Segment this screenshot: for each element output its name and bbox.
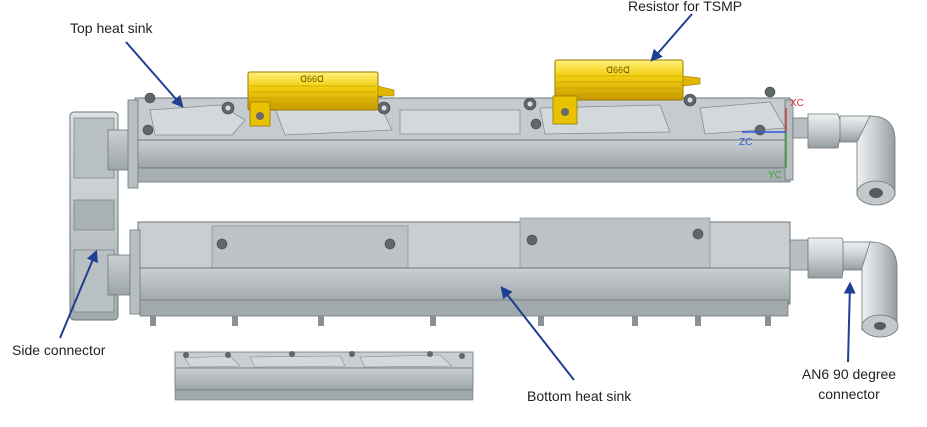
inset-heat-sink-part [174, 351, 474, 401]
label-an6-connector-line1: AN6 90 degree [801, 366, 897, 382]
resistor-right [552, 59, 701, 125]
label-side-connector: Side connector [12, 342, 106, 358]
resistor-marking-right: ᗡ66ᗡ [606, 65, 630, 75]
axis-label-xc: XC [790, 98, 804, 109]
top-an6-connector [792, 113, 896, 206]
label-bottom-heat-sink: Bottom heat sink [527, 388, 632, 404]
bottom-an6-connector [789, 237, 899, 338]
arrow-an6-connector [843, 281, 856, 363]
label-an6-connector-line2: connector [818, 386, 880, 402]
resistor-marking-left: ᗡ66ᗡ [300, 74, 324, 84]
arrow-side-connector [59, 249, 98, 339]
bottom-heat-sink-part [129, 217, 791, 326]
label-resistor: Resistor for TSMP [628, 0, 743, 14]
side-connector-part [69, 111, 131, 321]
arrow-top-heat-sink [125, 41, 184, 108]
label-top-heat-sink: Top heat sink [70, 20, 153, 36]
axis-label-yc: YC [768, 170, 782, 181]
axis-label-zc: ZC [739, 137, 753, 148]
arrow-bottom-heat-sink [500, 286, 575, 381]
top-heat-sink-part [127, 86, 794, 189]
coordinate-axes [742, 108, 787, 168]
resistor-left [247, 71, 395, 127]
arrow-resistor [650, 13, 693, 62]
callout-arrows [59, 13, 856, 381]
